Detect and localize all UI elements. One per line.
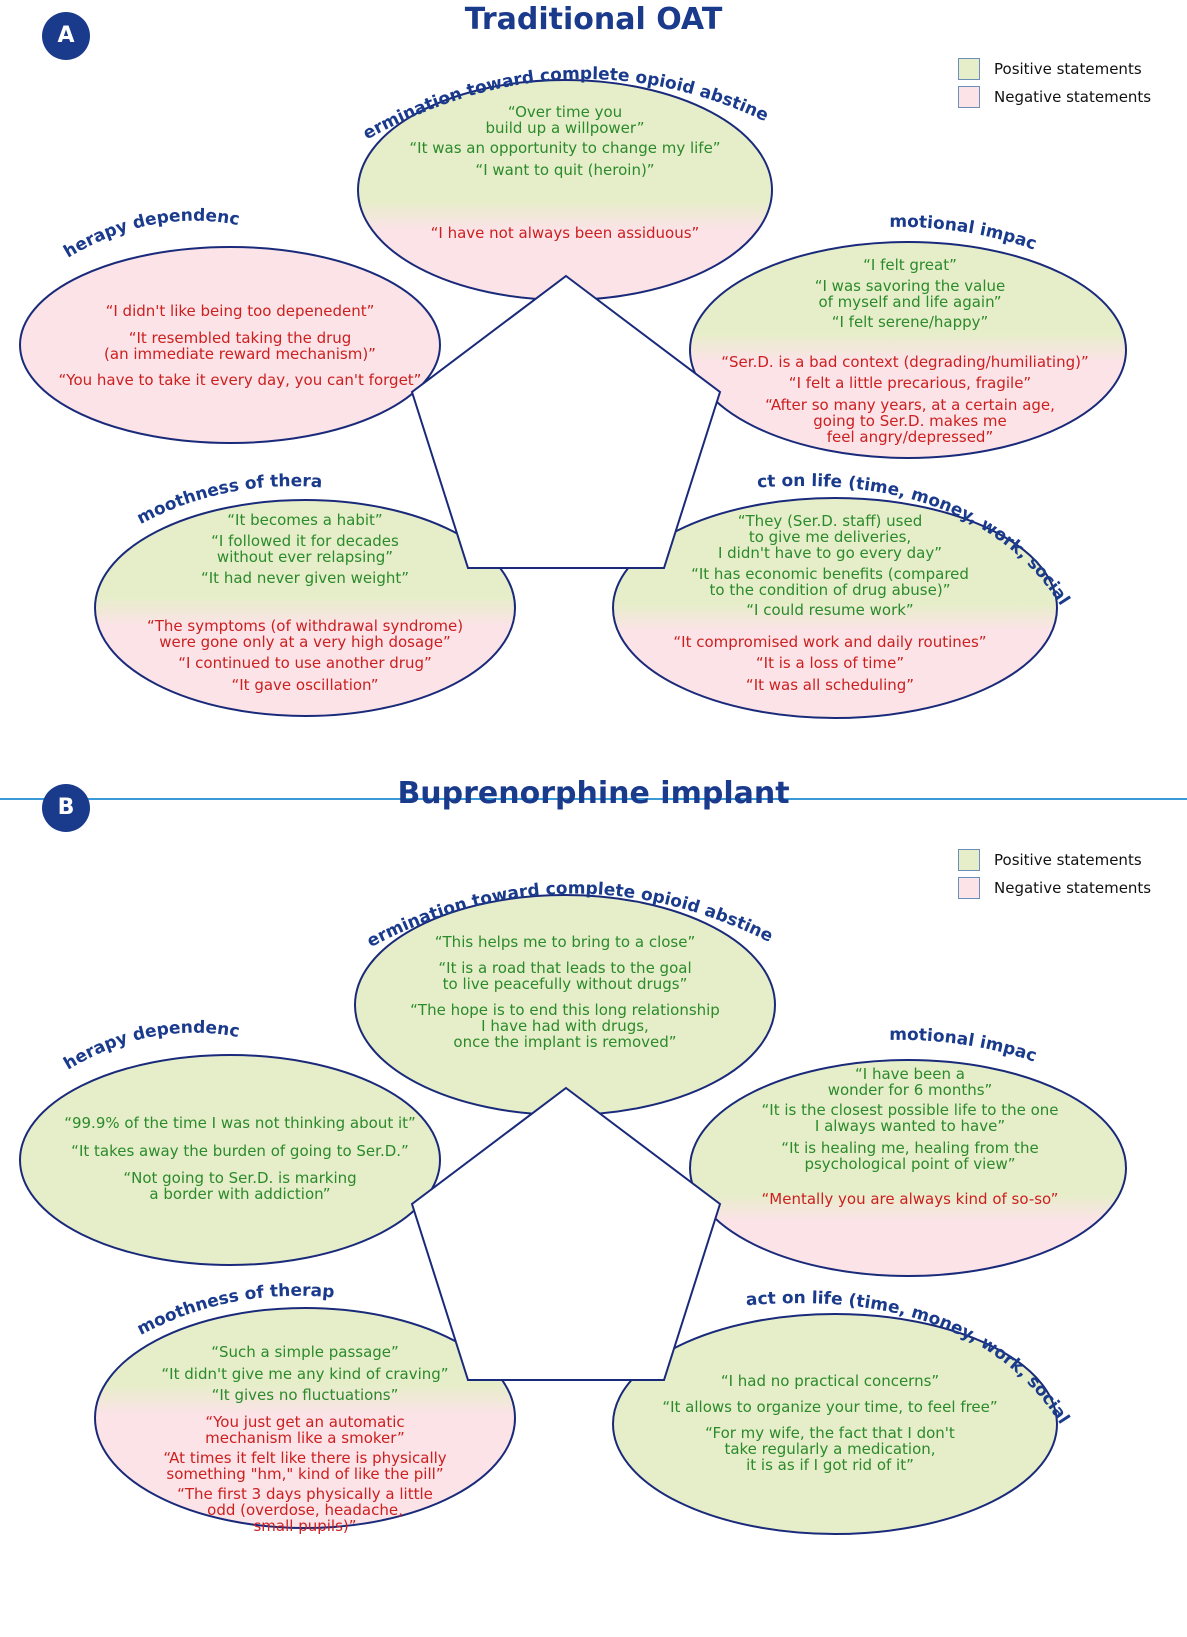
quote: “I felt a little precarious, fragile” [788, 374, 1032, 392]
quote: “They (Ser.D. staff) used to give me del… [717, 512, 943, 562]
panel-badge: B [42, 784, 90, 832]
quote: “It resembled taking the drug (an immedi… [104, 329, 376, 363]
legend-negative-swatch [958, 877, 980, 899]
ellipse-smoothness [94, 1307, 516, 1529]
quote: “It was all scheduling” [745, 676, 915, 694]
label-therapy-dependency: Therapy dependency [0, 0, 241, 262]
quote: “Such a simple passage” [211, 1343, 399, 1361]
quote: “I didn't like being too depenedent” [105, 302, 375, 320]
quote: “The hope is to end this long relationsh… [410, 1001, 720, 1051]
quote: “Not going to Ser.D. is marking a border… [123, 1169, 357, 1203]
legend-positive: Positive statements [958, 846, 1151, 874]
label-therapy-dependency: Therapy dependency [0, 800, 241, 1074]
quote: “It gives no fluctuations” [211, 1386, 399, 1404]
ellipse-therapy-dependency [19, 246, 441, 444]
center-pentagon [410, 1086, 722, 1381]
quote: “Ser.D. is a bad context (degrading/humi… [721, 353, 1089, 371]
quote: “For my wife, the fact that I don't take… [705, 1424, 955, 1474]
ellipse-emotional-impact [689, 241, 1127, 459]
legend-positive-label: Positive statements [994, 851, 1142, 869]
legend-negative-label: Negative statements [994, 879, 1152, 897]
legend: Positive statements Negative statements [958, 55, 1151, 111]
quote: “I felt serene/happy” [831, 313, 989, 331]
panel-badge: A [42, 12, 90, 60]
quote: “It didn't give me any kind of craving” [161, 1365, 449, 1383]
legend-negative: Negative statements [958, 874, 1151, 902]
ellipse-therapy-dependency [19, 1054, 441, 1266]
quote: “I followed it for decades without ever … [211, 532, 399, 566]
legend-negative-swatch [958, 86, 980, 108]
quote: “It becomes a habit” [227, 511, 383, 529]
center-pentagon [410, 274, 722, 569]
quote: “It is the closest possible life to the … [761, 1101, 1059, 1135]
quote: “It compromised work and daily routines” [673, 633, 987, 651]
quote: “After so many years, at a certain age, … [765, 396, 1055, 446]
legend-positive-swatch [958, 849, 980, 871]
ellipse-emotional-impact [689, 1059, 1127, 1277]
panel-divider [0, 798, 1187, 800]
quote: “It is a road that leads to the goal to … [438, 959, 692, 993]
legend: Positive statements Negative statements [958, 846, 1151, 902]
quote: “It had never given weight” [200, 569, 410, 587]
quote: “I felt great” [863, 256, 957, 274]
ellipse-smoothness [94, 499, 516, 717]
quote: “At times it felt like there is physical… [163, 1449, 447, 1483]
legend-negative: Negative statements [958, 83, 1151, 111]
quote: “I was savoring the value of myself and … [814, 277, 1006, 311]
quote: “It was an opportunity to change my life… [409, 139, 721, 157]
quote: “I had no practical concerns” [720, 1372, 940, 1390]
legend-positive-swatch [958, 58, 980, 80]
quote: “Over time you build up a willpower” [485, 103, 645, 137]
quote: “I continued to use another drug” [178, 654, 432, 672]
quote: “It gave oscillation” [231, 676, 379, 694]
quote: “This helps me to bring to a close” [434, 933, 696, 951]
panel-title: Buprenorphine implant [397, 776, 790, 811]
ellipse-impact-on-life [612, 1313, 1058, 1535]
quote: “I have been a wonder for 6 months” [827, 1065, 993, 1099]
quote: “It is healing me, healing from the psyc… [781, 1139, 1039, 1173]
quote: “You have to take it every day, you can'… [58, 371, 422, 389]
panel-title: Traditional OAT [464, 2, 723, 37]
ellipse-impact-on-life [612, 497, 1058, 719]
quote: “It is a loss of time” [755, 654, 905, 672]
quote: “I have not always been assiduous” [430, 224, 700, 242]
quote: “You just get an automatic mechanism lik… [205, 1413, 405, 1447]
panel-b: Determination toward complete opioid abs… [0, 776, 1187, 1600]
legend-positive-label: Positive statements [994, 60, 1142, 78]
panel-a: Determination toward complete opioid abs… [0, 0, 1187, 800]
quote: “Mentally you are always kind of so-so” [761, 1190, 1059, 1208]
quote: “99.9% of the time I was not thinking ab… [64, 1114, 416, 1132]
quote: “The symptoms (of withdrawal syndrome) w… [146, 617, 464, 651]
legend-negative-label: Negative statements [994, 88, 1152, 106]
quote: “I could resume work” [746, 601, 914, 619]
quote: “I want to quit (heroin)” [475, 161, 655, 179]
quote: “It allows to organize your time, to fee… [662, 1398, 998, 1416]
panel-b-graphics: Determination toward complete opioid abs… [0, 800, 1127, 1535]
quote: “The first 3 days physically a little od… [177, 1485, 433, 1535]
quote: “It has economic benefits (compared to t… [691, 565, 969, 599]
legend-positive: Positive statements [958, 55, 1151, 83]
quote: “It takes away the burden of going to Se… [71, 1142, 409, 1160]
panel-a-graphics: Determination toward complete opioid abs… [0, 0, 1127, 719]
